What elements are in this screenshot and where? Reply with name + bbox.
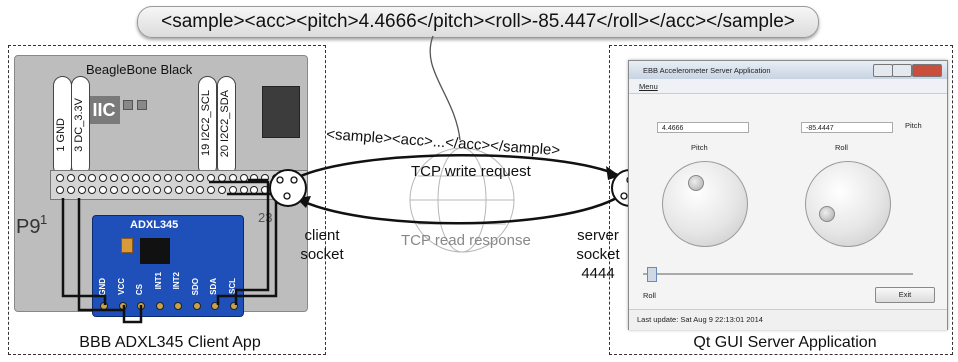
close-button[interactable] [912, 64, 942, 77]
server-app-frame [609, 45, 953, 355]
led-a [123, 100, 133, 110]
board-name: BeagleBone Black [86, 62, 193, 77]
xml-banner-text: <sample><acc><pitch>4.4666</pitch><roll>… [161, 11, 795, 32]
header-pin [196, 186, 205, 194]
header-pin [196, 174, 205, 182]
roll-value-field[interactable]: -85.4447 [801, 122, 893, 133]
header-pin-1: 1 [40, 212, 48, 227]
client-caption: BBB ADXL345 Client App [79, 334, 261, 351]
maximize-button[interactable] [892, 64, 912, 77]
header-pin [185, 186, 194, 194]
header-pin [120, 174, 129, 182]
pitch-dial-label: Pitch [691, 143, 708, 152]
server-caption: Qt GUI Server Application [693, 334, 877, 351]
window-titlebar: EBB Accelerometer Server Application [629, 61, 947, 79]
sensor-pin-hole [192, 302, 201, 310]
header-pin [174, 186, 183, 194]
sensor-cap [121, 238, 133, 253]
header-pin [207, 186, 216, 194]
header-pin [218, 186, 226, 194]
sensor-pin-hole [229, 302, 238, 310]
status-text: Last update: Sat Aug 9 22:13:01 2014 [637, 315, 763, 324]
minimize-button[interactable] [873, 64, 893, 77]
sensor-pin-hole [155, 302, 164, 310]
pitch-dial-knob[interactable] [687, 175, 704, 192]
exit-button[interactable]: Exit [875, 287, 935, 303]
header-pin [120, 186, 129, 194]
menu-item[interactable]: Menu [639, 82, 658, 91]
header-pin [88, 186, 97, 194]
roll-dial[interactable] [805, 161, 891, 247]
led-b [137, 100, 147, 110]
menu-bar: Menu [629, 79, 947, 94]
header-pin [56, 186, 64, 194]
header-label: P9 [16, 216, 41, 238]
header-pin [185, 174, 194, 182]
roll-slider-track[interactable] [643, 273, 913, 275]
roll-slider-handle[interactable] [647, 267, 657, 282]
wire-gnd [61, 198, 107, 305]
sensor-chip [140, 238, 170, 264]
header-pin [142, 174, 151, 182]
header-pin [88, 174, 97, 182]
header-pin [153, 174, 162, 182]
chip-component [262, 86, 300, 138]
header-pin [66, 186, 75, 194]
header-pin [99, 174, 108, 182]
roll-side-label: Roll [643, 291, 656, 300]
read-label: TCP read response [401, 232, 531, 249]
header-pin [131, 174, 140, 182]
exit-button-label: Exit [898, 290, 912, 299]
roll-dial-label: Roll [835, 143, 848, 152]
header-pin [110, 186, 118, 194]
server-socket-label: server socket 4444 [576, 227, 620, 282]
ic-chip: IIC [88, 96, 120, 124]
header-pin [142, 186, 151, 194]
header-pin [164, 174, 172, 182]
header-pin [77, 186, 86, 194]
write-label: TCP write request [411, 163, 531, 180]
pitch-dial[interactable] [662, 161, 748, 247]
wire-vcc [77, 198, 126, 312]
header-pin [56, 174, 64, 182]
sensor-pin-hole [174, 302, 182, 310]
client-app-frame [8, 45, 326, 355]
pitch-value-field[interactable]: 4.4666 [657, 122, 749, 133]
roll-dial-knob[interactable] [818, 205, 835, 222]
status-bar: Last update: Sat Aug 9 22:13:01 2014 [629, 309, 947, 330]
xml-banner: <sample><acc><pitch>4.4666</pitch><roll>… [137, 6, 819, 38]
wire-sda [216, 192, 278, 305]
header-pin [77, 174, 86, 182]
pitch-side-label: Pitch [905, 121, 922, 130]
sensor-pin-hole [211, 302, 219, 310]
header-pin [153, 186, 162, 194]
header-pin [110, 174, 118, 182]
header-pin [99, 186, 108, 194]
header-pin [131, 186, 140, 194]
header-pin [174, 174, 183, 182]
sensor-name: ADXL345 [130, 219, 179, 231]
wire-cs [122, 305, 143, 324]
server-app-window: EBB Accelerometer Server Application Men… [628, 60, 948, 330]
header-pin [164, 186, 172, 194]
client-socket-label: client socket [300, 227, 344, 263]
window-title: EBB Accelerometer Server Application [643, 66, 771, 75]
header-pin [66, 174, 75, 182]
